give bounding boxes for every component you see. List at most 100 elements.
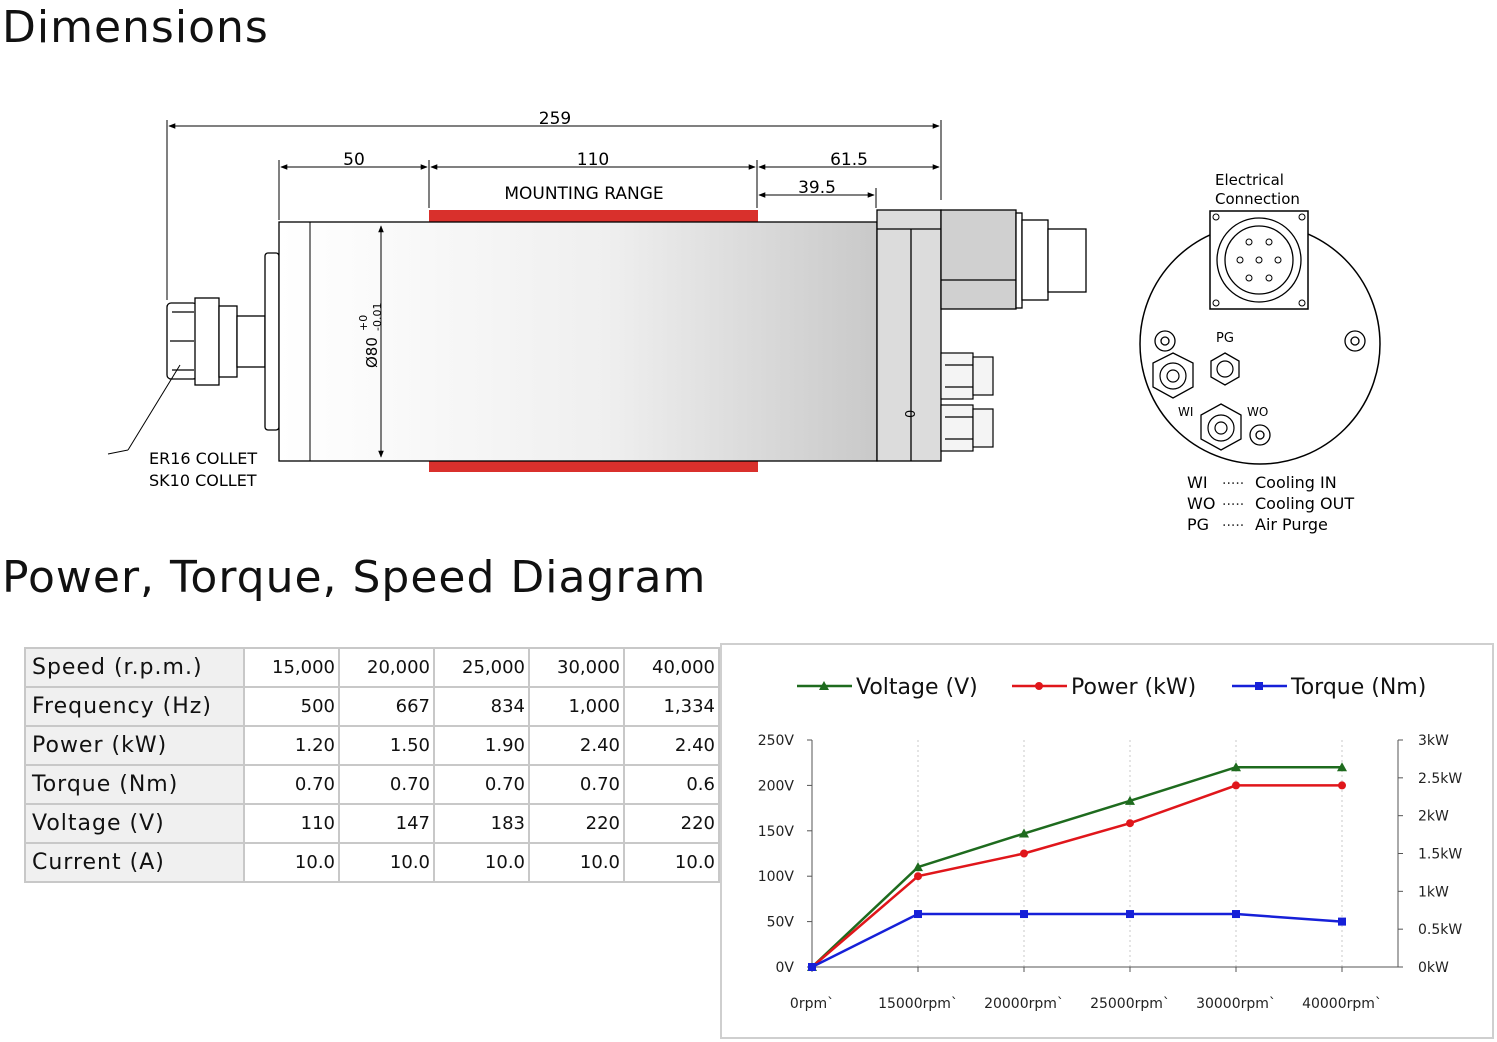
data-point xyxy=(1126,910,1134,919)
x-tick-label: 20000rpm` xyxy=(984,996,1064,1012)
table-cell: 10.0 xyxy=(623,842,720,883)
table-cell: 220 xyxy=(623,803,720,844)
table-cell: 2.40 xyxy=(623,725,720,766)
collet-label-1: ER16 COLLET xyxy=(149,449,257,468)
table-cell: 110 xyxy=(243,803,340,844)
port-legend: WI ····· Cooling IN WO ····· Cooling OUT… xyxy=(1187,473,1354,534)
mounting-bar-top xyxy=(429,210,758,222)
right-tick-label: 0.5kW xyxy=(1418,922,1462,938)
diameter-label: Ø80 +0 -0.01 xyxy=(357,303,384,368)
table-cell: 20,000 xyxy=(338,647,435,688)
dim-mid-label: 110 xyxy=(577,150,609,170)
row-label: Power (kW) xyxy=(24,725,245,766)
data-point xyxy=(1232,910,1240,919)
left-tick-label: 250V xyxy=(758,733,795,749)
table-cell: 834 xyxy=(433,686,530,727)
table-cell: 1,334 xyxy=(623,686,720,727)
mounting-bar-bottom xyxy=(429,460,758,472)
collet-leader-tail xyxy=(107,449,129,455)
pg-port-icon xyxy=(1210,352,1240,386)
cooling-fittings xyxy=(940,352,994,452)
data-point xyxy=(913,862,923,872)
legend-label: Power (kW) xyxy=(1071,675,1196,700)
table-cell: 10.0 xyxy=(433,842,530,883)
body-mark: 0 xyxy=(904,410,919,418)
table-row: Speed (r.p.m.) 15,000 20,000 25,000 30,0… xyxy=(24,647,720,688)
diagram-title: Power, Torque, Speed Diagram xyxy=(2,552,707,603)
row-label: Speed (r.p.m.) xyxy=(24,647,245,688)
wi-label: WI xyxy=(1178,405,1193,419)
table-cell: 0.70 xyxy=(243,764,340,805)
pg-label: PG xyxy=(1216,331,1234,346)
data-point xyxy=(1232,781,1240,790)
data-point xyxy=(1337,762,1347,772)
right-tick-label: 2.5kW xyxy=(1418,771,1462,787)
row-label: Torque (Nm) xyxy=(24,764,245,805)
data-point xyxy=(1126,819,1134,828)
table-cell: 220 xyxy=(528,803,625,844)
row-label: Voltage (V) xyxy=(24,803,245,844)
rear-view xyxy=(1139,210,1381,465)
table-cell: 15,000 xyxy=(243,647,340,688)
table-cell: 1.20 xyxy=(243,725,340,766)
dimension-lines xyxy=(166,120,942,300)
series-line xyxy=(811,912,1343,969)
right-tick-label: 2kW xyxy=(1418,809,1449,825)
rear-housing xyxy=(876,209,1087,462)
x-tick-label: 30000rpm` xyxy=(1196,996,1276,1012)
dimension-drawing: 259 50 110 61.5 39.5 MOUNTING RANGE ER16… xyxy=(107,109,1381,534)
line-chart: 0V50V100V150V200V250V0kW0.5kW1kW1.5kW2kW… xyxy=(758,675,1463,1012)
right-tick-label: 0kW xyxy=(1418,960,1449,976)
series-line xyxy=(811,765,1342,968)
dimensions-title: Dimensions xyxy=(2,2,269,53)
table-cell: 147 xyxy=(338,803,435,844)
table-cell: 30,000 xyxy=(528,647,625,688)
legend-dots: ····· xyxy=(1222,476,1244,492)
collet-leader xyxy=(127,364,181,451)
mounting-range-label: MOUNTING RANGE xyxy=(504,184,663,204)
right-tick-label: 3kW xyxy=(1418,733,1449,749)
legend-desc: Cooling OUT xyxy=(1255,494,1354,513)
right-tick-label: 1kW xyxy=(1418,884,1449,900)
series-line xyxy=(811,784,1342,968)
data-point xyxy=(1035,682,1043,690)
data-point xyxy=(1019,828,1029,838)
legend-code: WI xyxy=(1187,473,1208,492)
electrical-connector-icon xyxy=(1209,210,1309,310)
table-cell: 10.0 xyxy=(338,842,435,883)
right-tick-label: 1.5kW xyxy=(1418,847,1462,863)
collet-label-2: SK10 COLLET xyxy=(149,471,257,490)
data-point xyxy=(1125,795,1135,805)
table-row: Frequency (Hz) 500 667 834 1,000 1,334 xyxy=(24,686,720,727)
legend-label: Voltage (V) xyxy=(856,675,978,700)
svg-text:-0.01: -0.01 xyxy=(371,303,384,331)
table-cell: 1.90 xyxy=(433,725,530,766)
data-point xyxy=(1338,917,1346,926)
x-tick-label: 40000rpm` xyxy=(1302,996,1382,1012)
dim-total-label: 259 xyxy=(539,109,571,129)
dim-right-label: 61.5 xyxy=(830,150,868,170)
data-point xyxy=(1255,682,1263,690)
collet xyxy=(166,252,280,431)
legend-desc: Cooling IN xyxy=(1255,473,1337,492)
data-point xyxy=(808,963,816,971)
table-cell: 500 xyxy=(243,686,340,727)
legend-label: Torque (Nm) xyxy=(1290,675,1426,700)
electrical-label-1: Electrical xyxy=(1215,171,1284,189)
x-tick-label: 0rpm` xyxy=(790,996,834,1012)
table-row: Torque (Nm) 0.70 0.70 0.70 0.70 0.6 xyxy=(24,764,720,805)
table-cell: 0.70 xyxy=(528,764,625,805)
table-cell: 0.70 xyxy=(338,764,435,805)
wi-port-icon xyxy=(1152,352,1194,399)
legend-dots: ····· xyxy=(1222,518,1244,534)
table-cell: 1.50 xyxy=(338,725,435,766)
table-cell: 0.6 xyxy=(623,764,720,805)
table-cell: 183 xyxy=(433,803,530,844)
data-point xyxy=(1020,910,1028,919)
table-cell: 1,000 xyxy=(528,686,625,727)
svg-text:Ø80: Ø80 xyxy=(363,337,381,368)
x-tick-label: 25000rpm` xyxy=(1090,996,1170,1012)
wo-port-icon xyxy=(1200,403,1242,451)
table-cell: 667 xyxy=(338,686,435,727)
